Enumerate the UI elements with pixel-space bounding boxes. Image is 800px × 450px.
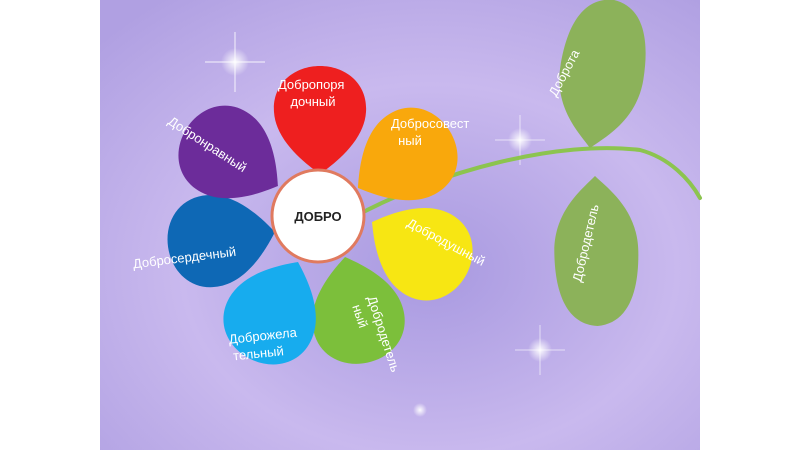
petal-red-line-2: дочный bbox=[290, 94, 335, 109]
petal-orange-line-1: Добросовест bbox=[391, 116, 469, 131]
flower-center: ДОБРО bbox=[272, 170, 364, 262]
center-label: ДОБРО bbox=[294, 209, 341, 224]
petal-red-line-1: Добропоря bbox=[278, 77, 344, 92]
petal-orange-line-2: ный bbox=[398, 133, 422, 148]
